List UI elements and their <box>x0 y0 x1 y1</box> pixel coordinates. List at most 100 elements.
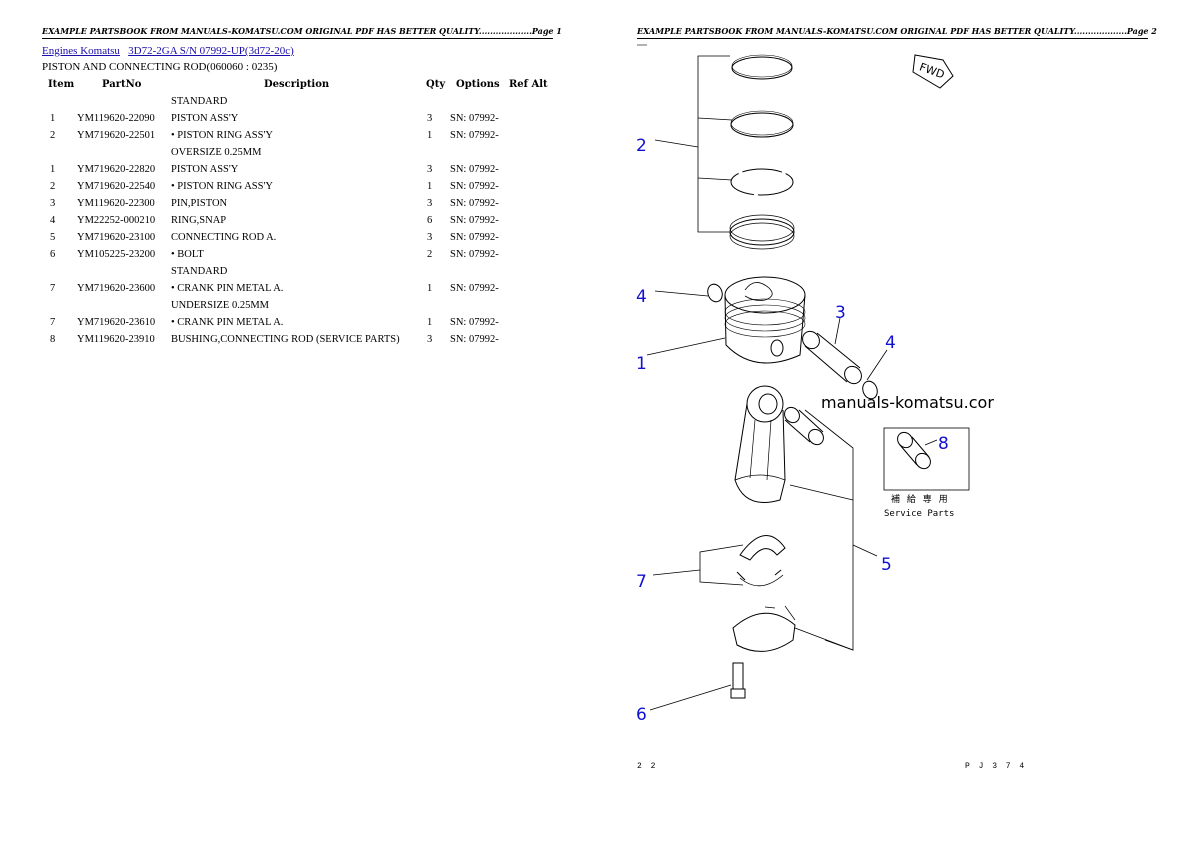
fwd-arrow-icon: FWD <box>912 54 954 89</box>
col-header-ref-alt: Ref Alt <box>509 79 548 90</box>
row-description: STANDARD <box>171 96 228 107</box>
row-description: BUSHING,CONNECTING ROD (SERVICE PARTS) <box>171 334 400 345</box>
table-row: 7 YM719620-23610 • CRANK PIN METAL A. 1 SN: … <box>42 315 562 332</box>
row-partno: YM119620-22300 <box>77 198 155 209</box>
table-row: 5 YM719620-23100 CONNECTING ROD A. 3 SN: 079… <box>42 230 562 247</box>
row-options: SN: 07992- <box>450 249 499 260</box>
watermark: manuals-komatsu.cor <box>821 393 994 412</box>
row-options: SN: 07992- <box>450 198 499 209</box>
service-parts-jp: 補 給 専 用 <box>891 493 950 505</box>
table-row: UNDERSIZE 0.25MM <box>42 298 562 315</box>
row-description: • BOLT <box>171 249 204 260</box>
col-header-options: Options <box>456 79 500 90</box>
table-row: 2 YM719620-22501 • PISTON RING ASS'Y 1 SN: 0… <box>42 128 562 145</box>
row-partno: YM719620-23100 <box>77 232 156 243</box>
row-item: 8 <box>50 334 56 345</box>
row-item: 5 <box>50 232 56 243</box>
piston-drawing <box>724 276 806 364</box>
col-header-item: Item <box>48 79 75 90</box>
callout-1: 1 <box>636 354 647 374</box>
row-description: PIN,PISTON <box>171 198 228 209</box>
diagram-page: EXAMPLE PARTSBOOK FROM MANUALS-KOMATSU.C… <box>595 0 1190 842</box>
row-options: SN: 07992- <box>450 164 499 175</box>
page-header: EXAMPLE PARTSBOOK FROM MANUALS-KOMATSU.C… <box>637 26 1157 39</box>
row-item: 7 <box>50 317 56 328</box>
row-description: OVERSIZE 0.25MM <box>171 147 262 158</box>
row-item: 1 <box>50 164 56 175</box>
row-qty: 1 <box>427 283 433 294</box>
row-options: SN: 07992- <box>450 283 499 294</box>
table-row: 7 YM719620-23600 • CRANK PIN METAL A. 1 SN: … <box>42 281 562 298</box>
breadcrumb-link-engines[interactable]: Engines Komatsu <box>42 45 120 57</box>
row-item: 2 <box>50 181 56 192</box>
row-qty: 6 <box>427 215 433 226</box>
col-header-partno: PartNo <box>102 79 142 90</box>
row-partno: YM22252-000210 <box>77 215 156 226</box>
bolt-drawing <box>730 662 746 699</box>
page-header: EXAMPLE PARTSBOOK FROM MANUALS-KOMATSU.C… <box>42 26 562 39</box>
row-options: SN: 07992- <box>450 130 499 141</box>
piston-rings-drawing <box>729 54 795 250</box>
row-qty: 3 <box>427 113 433 124</box>
table-row: 3 YM119620-22300 PIN,PISTON 3 SN: 07992- <box>42 196 562 213</box>
row-partno: YM119620-22090 <box>77 113 155 124</box>
row-partno: YM719620-22501 <box>77 130 156 141</box>
row-partno: YM719620-23600 <box>77 283 156 294</box>
row-qty: 3 <box>427 164 433 175</box>
table-row: STANDARD <box>42 264 562 281</box>
row-description: PISTON ASS'Y <box>171 113 239 124</box>
row-options: SN: 07992- <box>450 215 499 226</box>
callout-4-left: 4 <box>636 287 647 307</box>
service-parts-en: Service Parts <box>884 509 954 519</box>
row-item: 1 <box>50 113 56 124</box>
page-title: PISTON AND CONNECTING ROD(060060 : 0235) <box>42 61 278 73</box>
row-description: UNDERSIZE 0.25MM <box>171 300 270 311</box>
row-item: 2 <box>50 130 56 141</box>
row-description: • CRANK PIN METAL A. <box>171 317 284 328</box>
table-row: STANDARD <box>42 94 562 111</box>
row-options: SN: 07992- <box>450 317 499 328</box>
row-qty: 3 <box>427 334 433 345</box>
crank-pin-metal-drawing <box>736 535 786 587</box>
row-item: 3 <box>50 198 56 209</box>
callout-6: 6 <box>636 705 647 725</box>
row-partno: YM119620-23910 <box>77 334 155 345</box>
row-description: • CRANK PIN METAL A. <box>171 283 284 294</box>
row-qty: 3 <box>427 198 433 209</box>
col-header-qty: Qty <box>426 79 446 90</box>
diagram-footer-left: 2 2 <box>637 762 658 771</box>
row-item: 7 <box>50 283 56 294</box>
row-description: RING,SNAP <box>171 215 227 226</box>
row-qty: 3 <box>427 232 433 243</box>
row-qty: 2 <box>427 249 433 260</box>
row-qty: 1 <box>427 130 433 141</box>
row-options: SN: 07992- <box>450 232 499 243</box>
row-options: SN: 07992- <box>450 181 499 192</box>
row-options: SN: 07992- <box>450 113 499 124</box>
row-item: 4 <box>50 215 56 226</box>
breadcrumb: Engines Komatsu 3D72-2GA S/N 07992-UP(3d… <box>42 45 294 57</box>
row-partno: YM719620-22820 <box>77 164 156 175</box>
row-description: • PISTON RING ASS'Y <box>171 181 273 192</box>
row-description: CONNECTING ROD A. <box>171 232 277 243</box>
connecting-rod-drawing <box>734 385 786 503</box>
diagram-footer-right: P J 3 7 4 <box>965 762 1027 771</box>
table-row: 8 YM119620-23910 BUSHING,CONNECTING ROD (S… <box>42 332 562 349</box>
row-description: STANDARD <box>171 266 228 277</box>
row-qty: 1 <box>427 317 433 328</box>
table-row: OVERSIZE 0.25MM <box>42 145 562 162</box>
row-partno: YM719620-23610 <box>77 317 156 328</box>
breadcrumb-link-model[interactable]: 3D72-2GA S/N 07992-UP(3d72-20c) <box>128 45 294 57</box>
callout-8: 8 <box>938 434 949 454</box>
row-item: 6 <box>50 249 56 260</box>
table-row: 1 YM119620-22090 PISTON ASS'Y 3 SN: 07992- <box>42 111 562 128</box>
callout-3: 3 <box>835 303 846 323</box>
callout-5: 5 <box>881 555 892 575</box>
row-description: • PISTON RING ASS'Y <box>171 130 273 141</box>
callout-7: 7 <box>636 572 647 592</box>
piston-pin-drawing <box>802 330 862 385</box>
